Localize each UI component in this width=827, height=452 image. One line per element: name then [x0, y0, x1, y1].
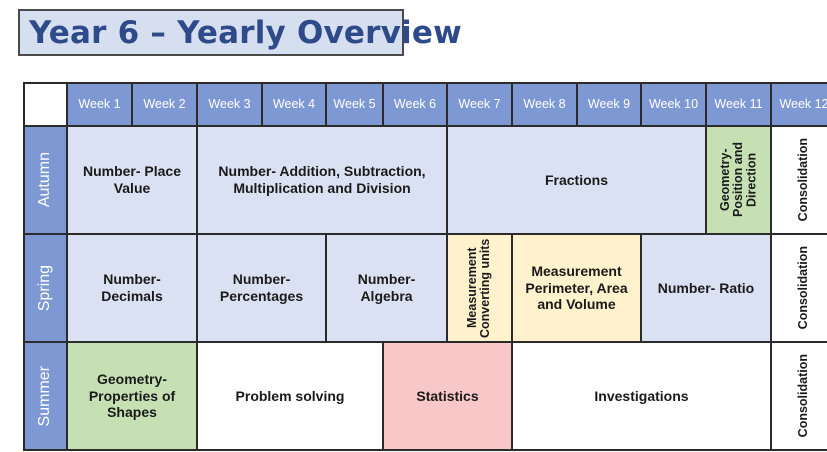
consolidation-text: Consolidation	[796, 138, 811, 222]
unit-percentages: Number- Percentages	[198, 235, 325, 341]
unit-geometry-position: Geometry- Position and Direction	[707, 127, 770, 233]
unit-properties-of-shapes: Geometry- Properties of Shapes	[68, 343, 196, 449]
week-header: Week 12	[772, 84, 827, 125]
week-header: Week 4	[263, 84, 325, 125]
week-header: Week 9	[578, 84, 640, 125]
term-label-text: Spring	[36, 264, 54, 312]
week-header: Week 7	[448, 84, 511, 125]
consolidation-text: Consolidation	[796, 354, 811, 438]
week-header: Week 8	[513, 84, 576, 125]
week-header: Week 1	[68, 84, 131, 125]
consolidation-text: Consolidation	[796, 246, 811, 330]
week-header: Week 10	[642, 84, 705, 125]
unit-problem-solving: Problem solving	[198, 343, 382, 449]
unit-fractions: Fractions	[448, 127, 705, 233]
term-label-spring: Spring	[25, 235, 66, 341]
unit-perimeter-area-volume: Measurement Perimeter, Area and Volume	[513, 235, 640, 341]
week-header: Week 3	[198, 84, 261, 125]
unit-consolidation-autumn: Consolidation	[772, 127, 827, 233]
unit-consolidation-spring: Consolidation	[772, 235, 827, 341]
week-header: Week 6	[384, 84, 446, 125]
unit-four-operations: Number- Addition, Subtraction, Multiplic…	[198, 127, 446, 233]
unit-place-value: Number- Place Value	[68, 127, 196, 233]
unit-decimals: Number- Decimals	[68, 235, 196, 341]
week-header: Week 11	[707, 84, 770, 125]
page-title: Year 6 – Yearly Overview	[18, 9, 462, 56]
unit-statistics: Statistics	[384, 343, 511, 449]
week-header: Week 2	[133, 84, 196, 125]
unit-consolidation-summer: Consolidation	[772, 343, 827, 449]
unit-algebra: Number- Algebra	[327, 235, 446, 341]
unit-converting-units: Measurement Converting units	[448, 235, 511, 341]
unit-geometry-position-text: Geometry- Position and Direction	[717, 142, 759, 218]
term-label-summer: Summer	[25, 343, 66, 449]
unit-investigations: Investigations	[513, 343, 770, 449]
week-header: Week 5	[327, 84, 382, 125]
term-label-text: Autumn	[36, 152, 54, 208]
unit-converting-units-text: Measurement Converting units	[465, 238, 493, 338]
yearly-overview-table: Week 1 Week 2 Week 3 Week 4 Week 5 Week …	[23, 82, 827, 451]
term-label-autumn: Autumn	[25, 127, 66, 233]
term-label-text: Summer	[36, 365, 54, 427]
unit-ratio: Number- Ratio	[642, 235, 770, 341]
corner-cell	[25, 84, 66, 125]
